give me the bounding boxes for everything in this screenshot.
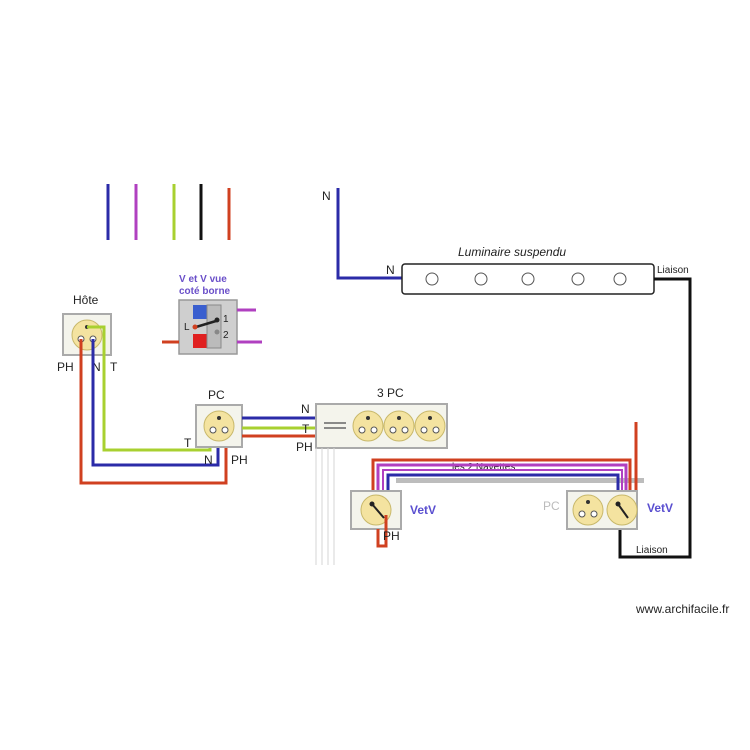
navette-control-wire-2 — [382, 469, 623, 505]
three-pc-down-lines — [315, 448, 335, 565]
navettes-duct — [396, 478, 644, 483]
three-pc-t-label: T — [302, 422, 310, 436]
pc-label: PC — [208, 388, 225, 402]
liaison-top-label: Liaison — [657, 265, 689, 276]
three-pc-n-label: N — [301, 402, 310, 416]
pc-t-label: T — [184, 436, 192, 450]
vetv-left-ph-label: PH — [383, 529, 400, 543]
vetv-left-phase-wire — [376, 515, 388, 548]
hote-ph-label: PH — [57, 360, 74, 374]
switch-l-label: L — [184, 322, 190, 333]
switch-1-label: 1 — [223, 314, 229, 325]
hote-n-label: N — [92, 360, 101, 374]
neutral-feed-wire — [336, 188, 402, 280]
vetv-right-label: VetV — [647, 501, 673, 515]
vetv-left-label: VetV — [410, 503, 436, 517]
va-et-vient-switch — [178, 299, 238, 355]
three-pc-block — [315, 403, 448, 449]
pc-socket — [195, 404, 243, 448]
switch-caption-line1: V et V vue — [179, 274, 227, 285]
watermark-text: www.archifacile.fr — [635, 602, 729, 616]
three-pc-label: 3 PC — [377, 386, 404, 400]
wire-color-legend — [106, 184, 231, 240]
neutral-top-label: N — [322, 189, 331, 203]
hote-phase-wire — [79, 339, 228, 485]
hote-label: Hôte — [73, 293, 99, 307]
switch-caption-line2: coté borne — [179, 286, 231, 297]
switch-2-label: 2 — [223, 330, 229, 341]
navette-control-wire-1 — [376, 463, 628, 505]
pc-n-label: N — [204, 453, 213, 467]
right-pc-vetv-block — [566, 490, 638, 530]
three-pc-ph-label: PH — [296, 440, 313, 454]
luminaire-title: Luminaire suspendu — [458, 245, 566, 259]
luminaire-suspendu — [401, 263, 655, 295]
navettes-label: les 2 Navettes — [452, 462, 515, 473]
pc-ph-label: PH — [231, 453, 248, 467]
pc-grey-label: PC — [543, 499, 560, 513]
liaison-wire — [618, 277, 692, 559]
hote-t-label: T — [110, 360, 118, 374]
luminaire-n-label: N — [386, 263, 395, 277]
vetv-left-switch — [350, 490, 402, 530]
navette-phase-wire — [371, 458, 632, 505]
liaison-bottom-label: Liaison — [636, 545, 668, 556]
